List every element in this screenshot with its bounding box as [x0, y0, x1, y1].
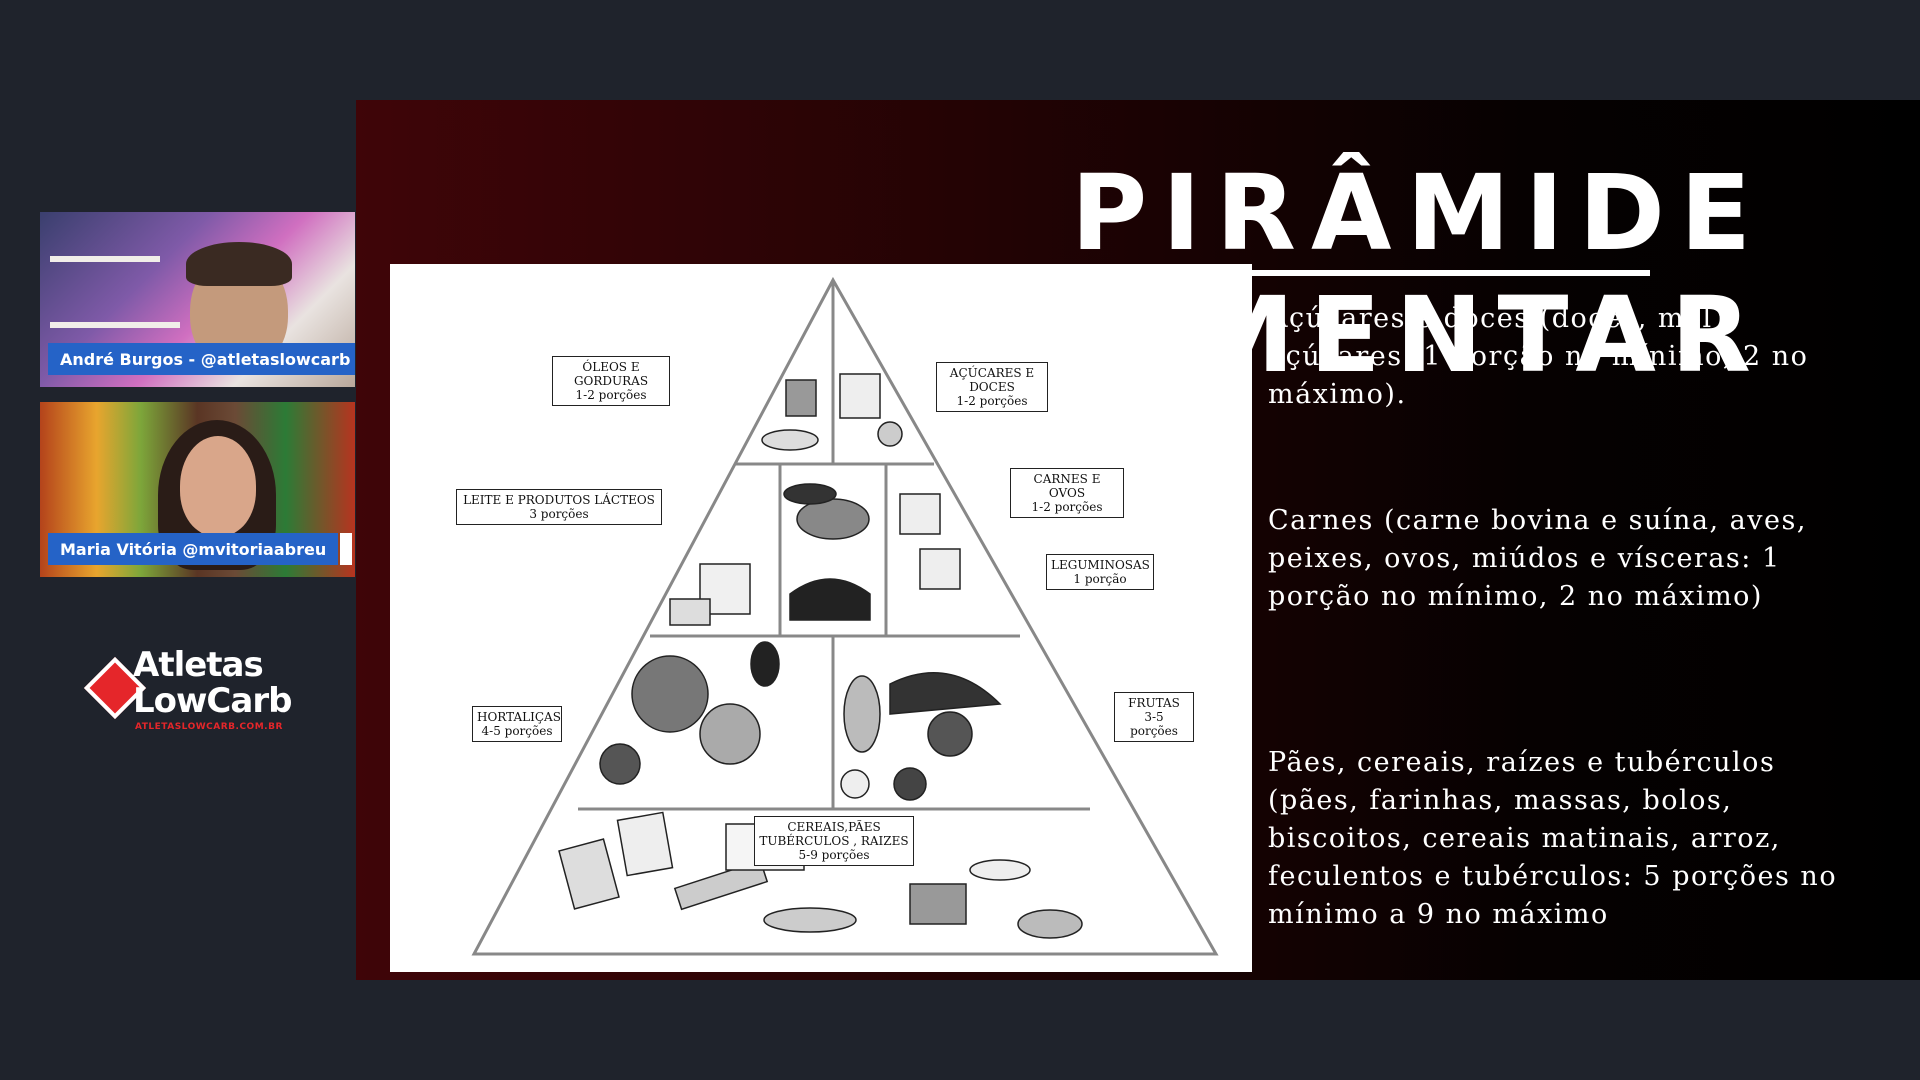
sugar-bag-icon	[839, 373, 881, 419]
participant-name-label: André Burgos - @atletaslowcarb	[48, 343, 355, 375]
eggplant-icon	[750, 641, 780, 687]
soy-bag-icon	[919, 548, 961, 590]
video-tile-maria[interactable]: Maria Vitória @mvitoriaabreu	[40, 402, 355, 577]
margarine-icon	[761, 429, 819, 451]
pyramid-label-cereals: CEREAIS,PÃES TUBÉRCULOS , RAIZES 5-9 por…	[754, 816, 914, 866]
participant-avatar	[180, 436, 256, 536]
cheese-icon	[669, 598, 711, 626]
description-cereals: Pães, cereais, raízes e tubérculos (pães…	[1268, 747, 1838, 930]
atletas-lowcarb-logo: Atletas LowCarb ATLETASLOWCARB.COM.BR	[83, 648, 315, 738]
pyramid-label-meats: CARNES E OVOS 1-2 porções	[1010, 468, 1124, 518]
potato-icon	[1017, 909, 1083, 939]
fish-icon	[783, 483, 837, 505]
presentation-slide: PIRÂMIDE ALIMENTAR	[356, 100, 1920, 980]
participant-name-label: Maria Vitória @mvitoriaabreu	[48, 533, 353, 565]
bread-basket-icon	[909, 883, 967, 925]
title-underline	[1252, 270, 1650, 276]
pyramid-label-oils: ÓLEOS E GORDURAS 1-2 porções	[552, 356, 670, 406]
pyramid-label-legumes: LEGUMINOSAS 1 porção	[1046, 554, 1154, 590]
flour-bag-icon	[616, 811, 674, 877]
tortilla-icon	[763, 907, 857, 933]
pyramid-label-sugars: AÇÚCARES E DOCES 1-2 porções	[936, 362, 1048, 412]
pyramid-label-dairy: LEITE E PRODUTOS LÁCTEOS 3 porções	[456, 489, 662, 525]
description-sugars: Açúcares e doces (doces, mel e açúcares:…	[1268, 303, 1809, 410]
chicken-icon	[796, 498, 870, 540]
grapes-icon	[927, 711, 973, 757]
orange-icon	[840, 769, 870, 799]
rice-bag-icon	[558, 838, 620, 910]
cassava-icon	[969, 859, 1031, 881]
meat-icon	[789, 578, 871, 621]
pyramid-outline	[471, 276, 1219, 956]
pyramid-diagram	[471, 276, 1219, 956]
cabbage-icon	[699, 703, 761, 765]
pyramid-label-vegetables: HORTALIÇAS 4-5 porções	[472, 706, 562, 742]
hair	[186, 242, 292, 286]
video-tile-andre[interactable]: André Burgos - @atletaslowcarb	[40, 212, 355, 387]
tomato-icon	[599, 743, 641, 785]
ice-cream-icon	[877, 421, 903, 447]
description-meats: Carnes (carne bovina e suína, aves, peix…	[1268, 505, 1807, 612]
pyramid-label-fruits: FRUTAS 3-5 porções	[1114, 692, 1194, 742]
food-pyramid-image: ÓLEOS E GORDURAS 1-2 porções AÇÚCARES E …	[390, 264, 1252, 972]
shelf	[50, 322, 180, 328]
apple-icon	[893, 767, 927, 801]
oil-can-icon	[785, 379, 817, 417]
pasta-icon	[673, 859, 769, 911]
shelf	[50, 256, 160, 262]
beans-bag-icon	[899, 493, 941, 535]
watermelon-icon	[889, 672, 1002, 715]
pumpkin-icon	[631, 655, 709, 733]
pineapple-icon	[843, 675, 881, 753]
